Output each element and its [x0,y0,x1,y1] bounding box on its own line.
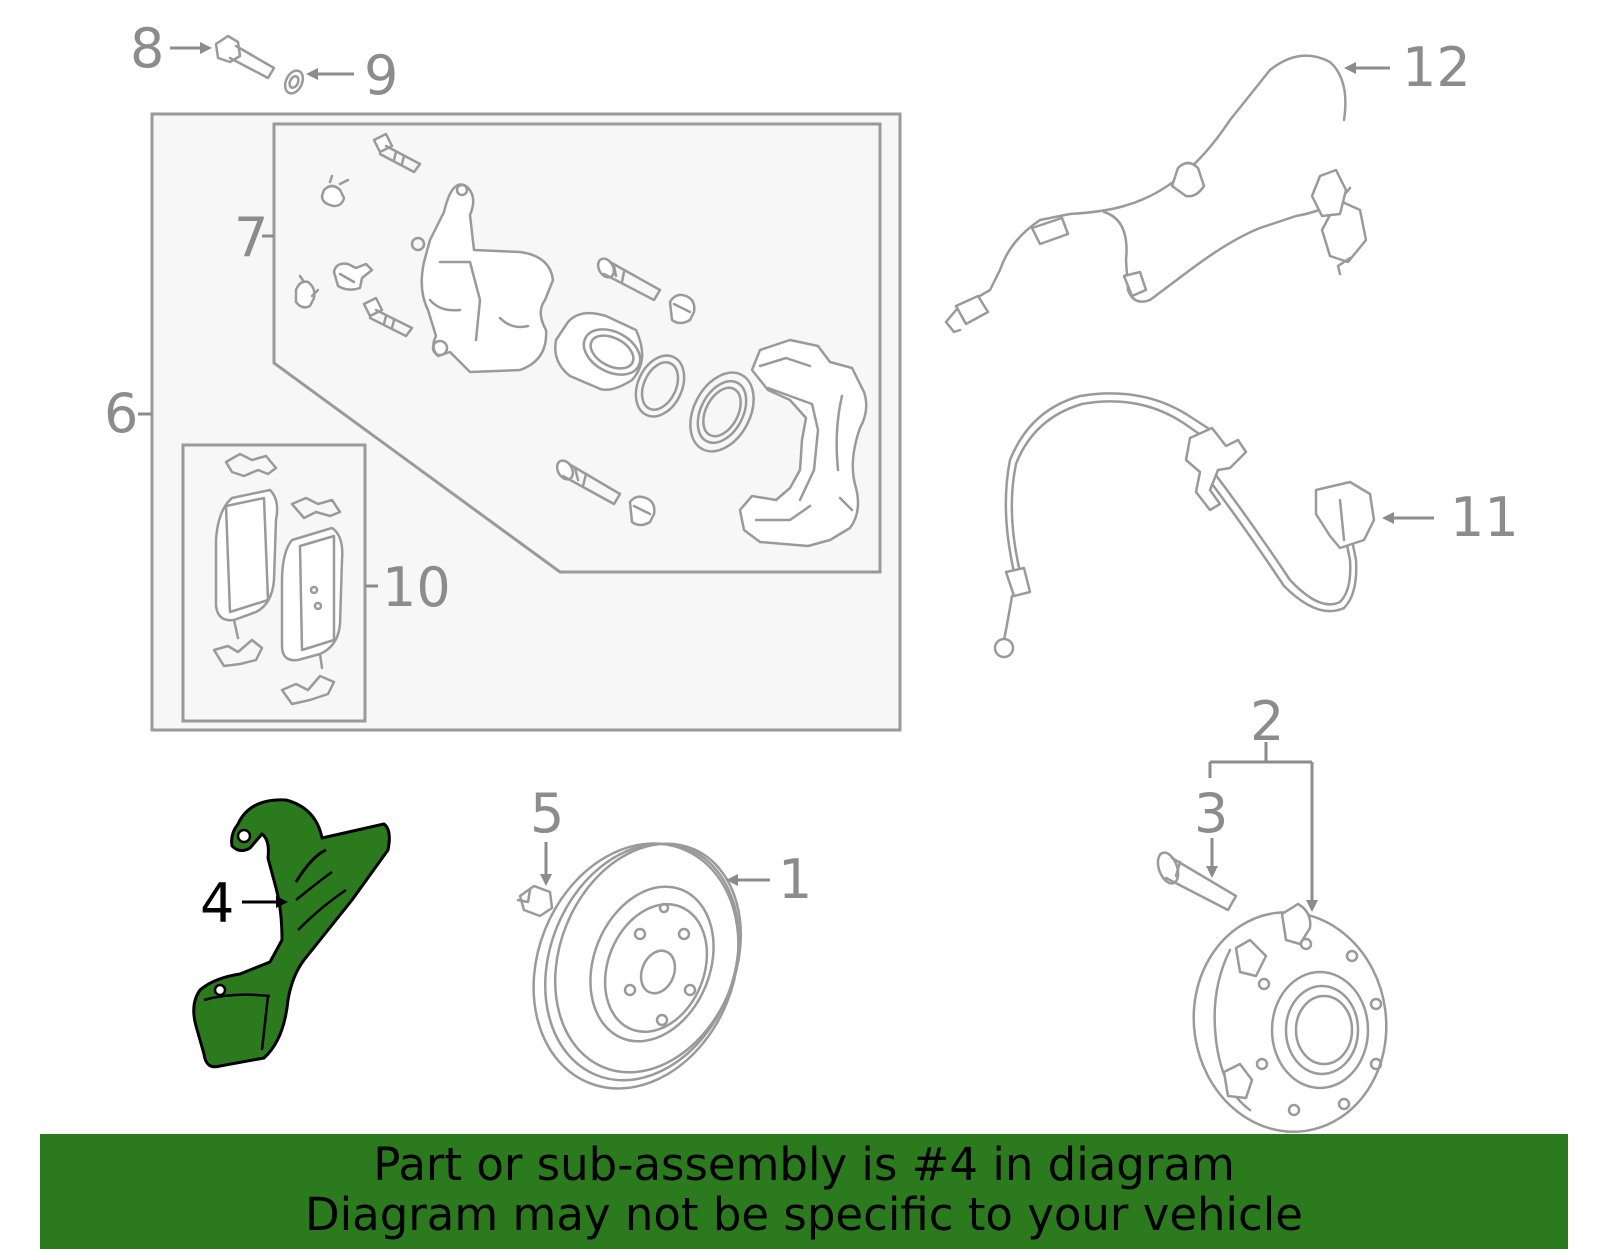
splash-shield-highlighted [192,798,391,1069]
guide-pin-upper [596,257,662,302]
caliper-assembly-group [150,112,902,732]
caliper-bolt-upper [372,132,422,174]
dust-boot [689,371,755,453]
callout-1: 1 [778,848,812,911]
callouts: 8 9 12 7 6 10 11 2 3 5 1 4 [104,17,1519,935]
piston-seal [634,354,686,418]
bolt-8 [214,34,276,80]
bleeder-screw [332,262,374,291]
callout-12: 12 [1402,36,1471,99]
callout-8: 8 [130,17,164,80]
callout-3: 3 [1194,782,1228,845]
notice-banner: Part or sub-assembly is #4 in diagram Di… [40,1134,1568,1249]
brake-pads [212,452,344,706]
brake-rotor [532,842,743,1090]
banner-line-part: Part or sub-assembly is #4 in diagram [373,1138,1235,1191]
boot-upper [668,293,696,325]
callout-9: 9 [364,44,398,107]
callout-6: 6 [104,382,138,445]
bleeder-cap-lower [294,274,320,309]
bleeder-cap-upper [320,174,350,208]
boot-lower [628,495,656,527]
hub-assembly [1192,902,1388,1133]
caliper-bolt-lower [362,296,414,338]
callout-5: 5 [530,782,564,845]
callout-4-highlighted: 4 [200,872,234,935]
callout-2: 2 [1250,690,1284,753]
hub-bolt-3 [1156,851,1238,912]
guide-pin-lower [555,459,622,506]
caliper-piston [554,311,644,391]
brake-hose [993,392,1376,659]
bolt-5 [516,884,554,918]
callout-11: 11 [1450,486,1519,549]
banner-line-disclaimer: Diagram may not be specific to your vehi… [305,1188,1303,1241]
caliper-bracket [738,338,868,548]
washer-9 [283,69,305,95]
callout-7: 7 [234,206,268,269]
callout-10: 10 [382,556,451,619]
leader-lines [138,42,1434,912]
caliper-housing [410,183,555,374]
wheel-speed-sensor [944,54,1368,334]
